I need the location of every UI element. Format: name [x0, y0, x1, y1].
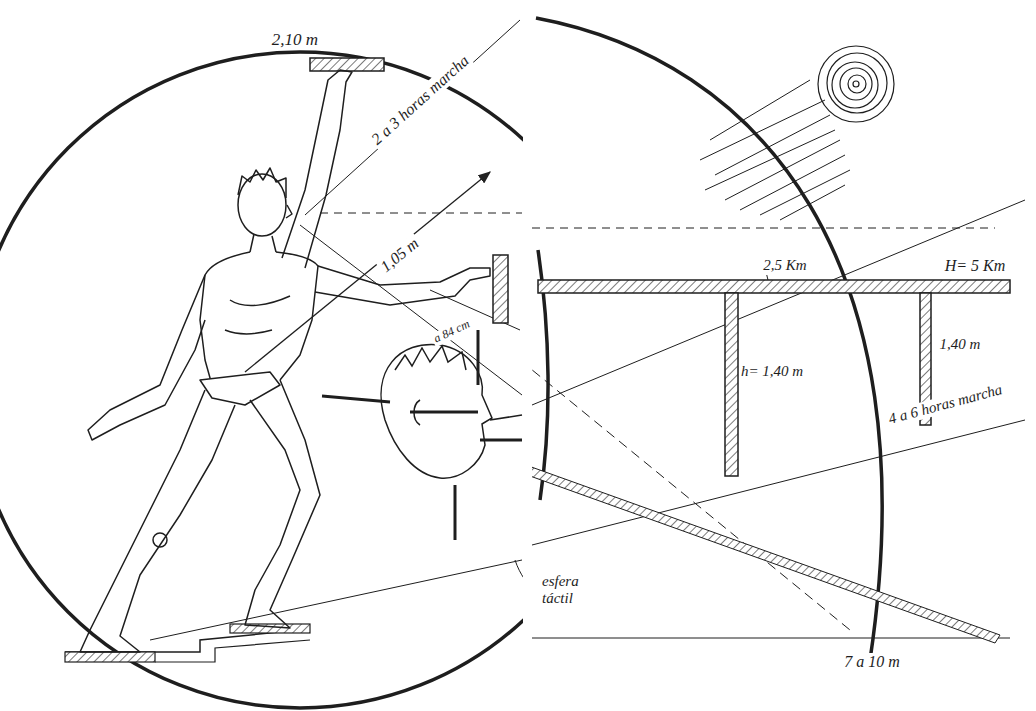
- dimension-label: 2,5 Km: [761, 257, 808, 274]
- dimension-label: h= 1,40 m: [739, 363, 805, 380]
- dimension-label: 2,10 m: [270, 30, 320, 50]
- dimension-label: a 84 cm: [430, 317, 474, 347]
- dimension-label: 1,05 m: [376, 233, 425, 277]
- dimension-label: 7 a 10 m: [842, 653, 902, 671]
- dimension-label: esfera táctil: [540, 573, 596, 608]
- dimension-label: 4 a 6 horas marcha: [884, 381, 1005, 429]
- dimension-label: H= 5 Km: [943, 257, 1008, 275]
- dimension-label: 1,40 m: [938, 336, 983, 353]
